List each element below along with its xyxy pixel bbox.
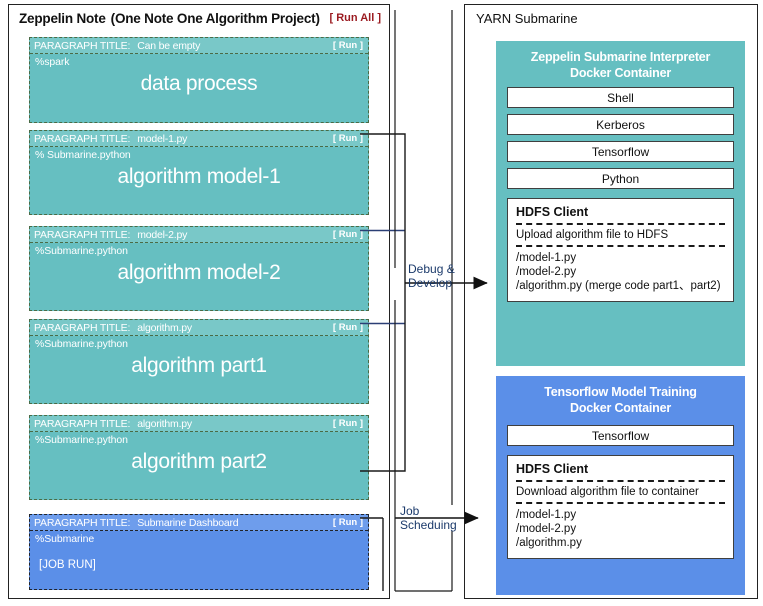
yarn-panel-title: YARN Submarine <box>476 11 578 26</box>
service-item-tensorflow[interactable]: Tensorflow <box>507 425 734 446</box>
paragraph-title-value: Can be empty <box>137 39 201 52</box>
connector-label-debug: Debug & Develop <box>408 262 455 290</box>
run-button[interactable]: [ Run ] <box>332 418 363 429</box>
paragraph-block[interactable]: PARAGRAPH TITLE: algorithm.py [ Run ] %S… <box>29 319 369 404</box>
paragraph-title-label: PARAGRAPH TITLE: <box>34 132 131 145</box>
yarn-submarine-panel: YARN Submarine Zeppelin Submarine Interp… <box>464 4 758 599</box>
paragraph-block[interactable]: PARAGRAPH TITLE: algorithm.py [ Run ] %S… <box>29 415 369 500</box>
docker-container-training: Tensorflow Model Training Docker Contain… <box>496 376 745 595</box>
hdfs-file-path: /model-1.py <box>516 509 577 521</box>
run-button[interactable]: [ Run ] <box>332 517 363 528</box>
hdfs-client-title: HDFS Client <box>516 205 589 219</box>
interpreter-label: %Submarine.python <box>35 245 128 257</box>
hdfs-file-path: /model-1.py <box>516 252 577 264</box>
paragraph-header: PARAGRAPH TITLE: algorithm.py [ Run ] <box>30 320 368 336</box>
paragraph-content: algorithm part2 <box>131 450 267 473</box>
paragraph-title-label: PARAGRAPH TITLE: <box>34 417 131 430</box>
paragraph-content: algorithm model-2 <box>117 261 281 284</box>
paragraph-content: algorithm model-1 <box>117 165 281 188</box>
hdfs-file-path: /algorithm.py (merge code part1、part2) <box>516 280 721 292</box>
paragraph-title-value: algorithm.py <box>137 321 192 334</box>
run-button[interactable]: [ Run ] <box>332 229 363 240</box>
run-all-button[interactable]: [ Run All ] <box>329 12 381 24</box>
hdfs-client-title: HDFS Client <box>516 462 589 476</box>
paragraph-block[interactable]: PARAGRAPH TITLE: Submarine Dashboard [ R… <box>29 514 369 590</box>
connector-label-job-line1: Job <box>400 504 420 518</box>
container-title: Zeppelin Submarine Interpreter Docker Co… <box>496 41 745 81</box>
interpreter-label: %Submarine <box>35 533 95 545</box>
hdfs-file-path: /model-2.py <box>516 523 577 535</box>
paragraph-title-value: model-2.py <box>137 228 188 241</box>
paragraph-content: algorithm part1 <box>131 354 267 377</box>
container-title-line2: Docker Container <box>570 66 671 80</box>
run-button[interactable]: [ Run ] <box>332 322 363 333</box>
page-title: Zeppelin Note <box>19 10 106 26</box>
service-item-shell[interactable]: Shell <box>507 87 734 108</box>
paragraph-header: PARAGRAPH TITLE: model-1.py [ Run ] <box>30 131 368 147</box>
hdfs-client-description: Upload algorithm file to HDFS <box>516 229 669 241</box>
paragraph-block[interactable]: PARAGRAPH TITLE: model-2.py [ Run ] %Sub… <box>29 226 369 311</box>
paragraph-title-label: PARAGRAPH TITLE: <box>34 228 131 241</box>
container-title-line1: Tensorflow Model Training <box>544 385 697 399</box>
container-title: Tensorflow Model Training Docker Contain… <box>496 376 745 416</box>
divider <box>516 502 725 504</box>
paragraph-block[interactable]: PARAGRAPH TITLE: Can be empty [ Run ] %s… <box>29 37 369 123</box>
hdfs-file-path: /algorithm.py <box>516 537 582 549</box>
hdfs-client-box: HDFS Client Upload algorithm file to HDF… <box>507 198 734 302</box>
interpreter-label: % Submarine.python <box>35 149 131 161</box>
run-button[interactable]: [ Run ] <box>332 40 363 51</box>
divider <box>516 245 725 247</box>
paragraph-title-value: algorithm.py <box>137 417 192 430</box>
paragraph-content: [JOB RUN] <box>39 559 96 571</box>
container-title-line1: Zeppelin Submarine Interpreter <box>530 50 711 64</box>
interpreter-label: %Submarine.python <box>35 338 128 350</box>
divider <box>516 223 725 225</box>
zeppelin-note-panel: Zeppelin Note (One Note One Algorithm Pr… <box>8 4 390 599</box>
paragraph-header: PARAGRAPH TITLE: algorithm.py [ Run ] <box>30 416 368 432</box>
paragraph-header: PARAGRAPH TITLE: Submarine Dashboard [ R… <box>30 515 368 531</box>
paragraph-header: PARAGRAPH TITLE: Can be empty [ Run ] <box>30 38 368 54</box>
connector-label-job-line2: Scheduing <box>400 518 457 532</box>
paragraph-title-label: PARAGRAPH TITLE: <box>34 321 131 334</box>
paragraph-title-value: Submarine Dashboard <box>137 516 239 529</box>
connector-label-job: Job Scheduing <box>400 504 457 532</box>
hdfs-client-description: Download algorithm file to container <box>516 486 699 498</box>
service-item-python[interactable]: Python <box>507 168 734 189</box>
note-header: Zeppelin Note (One Note One Algorithm Pr… <box>9 5 389 31</box>
run-button[interactable]: [ Run ] <box>332 133 363 144</box>
paragraph-body: %spark data process <box>30 54 368 96</box>
paragraph-title-value: model-1.py <box>137 132 188 145</box>
connector-label-debug-line1: Debug & <box>408 262 455 276</box>
paragraph-title-label: PARAGRAPH TITLE: <box>34 516 131 529</box>
service-item-kerberos[interactable]: Kerberos <box>507 114 734 135</box>
hdfs-client-box: HDFS Client Download algorithm file to c… <box>507 455 734 559</box>
paragraph-block[interactable]: PARAGRAPH TITLE: model-1.py [ Run ] % Su… <box>29 130 369 215</box>
paragraph-title-label: PARAGRAPH TITLE: <box>34 39 131 52</box>
hdfs-file-path: /model-2.py <box>516 266 577 278</box>
paragraph-body: %Submarine [JOB RUN] <box>30 531 368 571</box>
paragraph-body: %Submarine.python algorithm part2 <box>30 432 368 474</box>
note-subtitle: (One Note One Algorithm Project) <box>110 10 320 26</box>
service-item-tensorflow[interactable]: Tensorflow <box>507 141 734 162</box>
paragraph-header: PARAGRAPH TITLE: model-2.py [ Run ] <box>30 227 368 243</box>
paragraph-body: %Submarine.python algorithm part1 <box>30 336 368 378</box>
divider <box>516 480 725 482</box>
docker-container-interpreter: Zeppelin Submarine Interpreter Docker Co… <box>496 41 745 366</box>
paragraph-body: %Submarine.python algorithm model-2 <box>30 243 368 285</box>
paragraph-body: % Submarine.python algorithm model-1 <box>30 147 368 189</box>
paragraph-content: data process <box>140 72 258 95</box>
connector-label-debug-line2: Develop <box>408 276 453 290</box>
interpreter-label: %spark <box>35 56 70 68</box>
container-title-line2: Docker Container <box>570 401 671 415</box>
interpreter-label: %Submarine.python <box>35 434 128 446</box>
